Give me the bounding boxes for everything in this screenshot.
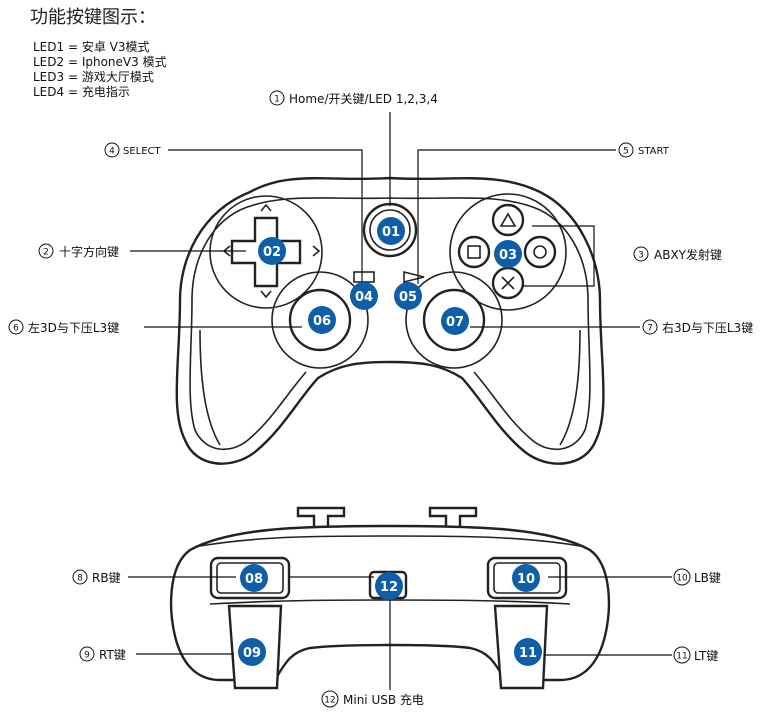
square-icon — [467, 245, 481, 259]
callout-05: 5 START — [618, 142, 670, 158]
svg-text:01: 01 — [382, 225, 400, 240]
rb-bumper-inner — [216, 562, 284, 594]
svg-text:十字方向键: 十字方向键 — [59, 244, 119, 259]
callout-03: 3 ABXY发射键 — [633, 246, 722, 262]
svg-text:右3D与下压L3键: 右3D与下压L3键 — [662, 320, 753, 335]
dpad-down-arrow — [260, 290, 272, 299]
left-stick-well — [271, 271, 369, 369]
led-legend-item: LED3 = 游戏大厅模式 — [33, 70, 154, 84]
svg-text:RT键: RT键 — [99, 648, 126, 662]
callout-07: 7 右3D与下压L3键 — [642, 319, 753, 335]
leader-03 — [522, 225, 595, 287]
svg-text:4: 4 — [109, 147, 115, 157]
callout-02: 2 十字方向键 — [38, 243, 119, 259]
badges: 01 02 03 04 05 06 07 08 09 10 11 12 — [238, 217, 542, 666]
badge-04: 04 — [350, 282, 378, 310]
badge-09: 09 — [238, 638, 266, 666]
svg-text:6: 6 — [13, 324, 19, 334]
svg-text:LT键: LT键 — [694, 649, 718, 663]
triangle-icon — [499, 212, 517, 227]
rear-top-ridge — [199, 535, 581, 547]
led-legend-item: LED2 = IphoneV3 模式 — [33, 55, 167, 69]
svg-text:07: 07 — [446, 315, 464, 330]
svg-text:04: 04 — [355, 290, 373, 305]
svg-text:Mini USB 充电: Mini USB 充电 — [343, 692, 424, 707]
callout-10: 10 LB键 — [673, 568, 721, 586]
badge-02: 02 — [258, 237, 286, 265]
callout-labels: 1 Home/开关键/LED 1,2,3,4 2 十字方向键 3 ABXY发射键… — [8, 90, 753, 708]
circle-icon — [533, 245, 547, 259]
svg-text:08: 08 — [245, 572, 263, 587]
svg-text:SELECT: SELECT — [123, 146, 162, 157]
badge-11: 11 — [514, 638, 542, 666]
callout-11: 11 LT键 — [673, 646, 718, 664]
svg-text:05: 05 — [399, 290, 417, 305]
circle-button — [523, 235, 557, 269]
svg-text:11: 11 — [676, 652, 687, 662]
badge-07: 07 — [441, 307, 469, 335]
callout-06: 6 左3D与下压L3键 — [8, 319, 119, 335]
badge-03: 03 — [494, 240, 522, 268]
callout-12: 12 Mini USB 充电 — [321, 690, 424, 708]
controller-inner-contour-left — [189, 209, 307, 451]
controller-inner-contour — [239, 197, 591, 451]
svg-text:ABXY发射键: ABXY发射键 — [654, 247, 722, 262]
svg-text:10: 10 — [517, 572, 535, 587]
left-grip-line — [199, 329, 221, 446]
svg-text:START: START — [638, 146, 670, 157]
svg-text:09: 09 — [243, 646, 261, 661]
svg-text:2: 2 — [43, 248, 49, 258]
svg-text:左3D与下压L3键: 左3D与下压L3键 — [28, 320, 119, 335]
right-stick-well — [405, 271, 503, 369]
svg-text:11: 11 — [519, 646, 537, 661]
triangle-button — [491, 203, 525, 237]
callout-09: 9 RT键 — [79, 646, 126, 662]
svg-text:LB键: LB键 — [694, 571, 721, 585]
callout-04: 4 SELECT — [104, 142, 162, 158]
abxy-well — [449, 193, 567, 311]
page-title: 功能按键图示： — [30, 7, 156, 28]
badge-06: 06 — [308, 306, 336, 334]
svg-text:03: 03 — [499, 248, 517, 263]
leader-lines — [128, 112, 672, 690]
svg-text:5: 5 — [623, 147, 629, 157]
svg-text:9: 9 — [84, 651, 90, 661]
leader-04 — [168, 149, 363, 282]
led-legend-item: LED4 = 充电指示 — [33, 85, 130, 99]
led-legend: LED1 = 安卓 V3模式 LED2 = IphoneV3 模式 LED3 =… — [33, 40, 167, 100]
start-button — [403, 270, 425, 284]
led-legend-item: LED1 = 安卓 V3模式 — [33, 40, 150, 54]
right-grip-line — [559, 329, 581, 446]
callout-08: 8 RB键 — [72, 569, 121, 585]
svg-text:8: 8 — [77, 574, 83, 584]
home-button-inner — [369, 209, 411, 251]
badge-08: 08 — [240, 564, 268, 592]
svg-text:3: 3 — [638, 251, 644, 261]
badge-10: 10 — [512, 564, 540, 592]
dpad-right-arrow — [312, 245, 321, 257]
svg-text:12: 12 — [380, 580, 398, 595]
svg-text:RB键: RB键 — [92, 571, 121, 585]
svg-text:02: 02 — [263, 245, 281, 260]
callout-01: 1 Home/开关键/LED 1,2,3,4 — [269, 90, 438, 106]
dpad-up-arrow — [260, 203, 272, 212]
svg-text:7: 7 — [647, 324, 653, 334]
square-button — [457, 235, 491, 269]
lb-bumper-inner — [493, 562, 561, 594]
svg-text:Home/开关键/LED 1,2,3,4: Home/开关键/LED 1,2,3,4 — [289, 92, 438, 106]
badge-05: 05 — [394, 282, 422, 310]
leader-05 — [417, 149, 616, 284]
svg-text:1: 1 — [274, 95, 280, 105]
svg-text:10: 10 — [676, 574, 688, 584]
svg-text:12: 12 — [324, 696, 335, 706]
badge-12: 12 — [375, 572, 403, 600]
svg-text:06: 06 — [313, 314, 331, 329]
cross-icon — [501, 276, 515, 290]
badge-01: 01 — [377, 217, 405, 245]
dpad-well — [209, 195, 323, 309]
